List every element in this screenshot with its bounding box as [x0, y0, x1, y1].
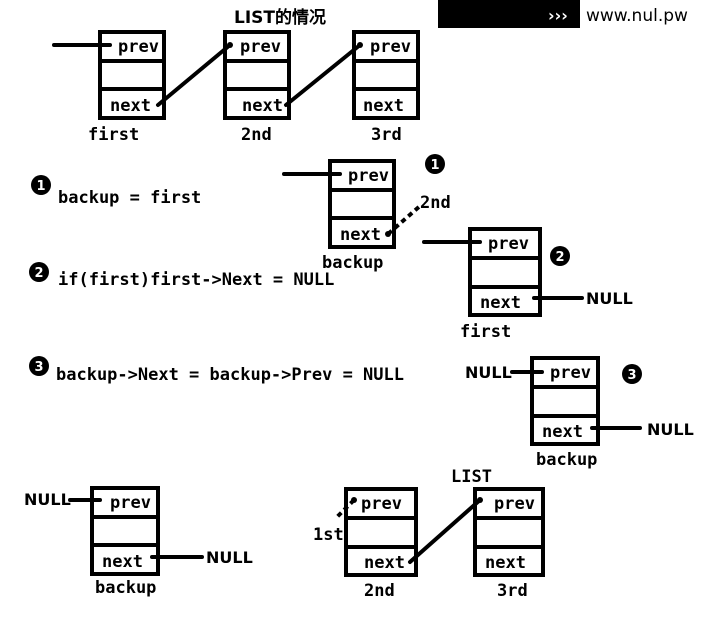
watermark-url: www.nul.pw	[586, 6, 688, 26]
label-2nd: 2nd	[241, 125, 272, 145]
step-1-code: backup = first	[58, 188, 201, 208]
step-3-code: backup->Next = backup->Prev = NULL	[56, 365, 404, 385]
prev-field: prev	[488, 234, 529, 254]
node-backup-final: prev next	[90, 486, 160, 576]
label-2nd-dashed: 2nd	[420, 193, 451, 213]
null-label: NULL	[206, 548, 253, 567]
link-first-to-2nd	[156, 43, 232, 107]
step-1-badge-right: 1	[425, 154, 445, 174]
label-backup-step1: backup	[322, 253, 383, 273]
prev-field: prev	[370, 37, 411, 57]
label-2nd-final: 2nd	[364, 581, 395, 601]
label-backup-final: backup	[95, 578, 156, 598]
watermark-banner: ››› www.nul.pw	[438, 0, 688, 28]
next-field: next	[542, 422, 583, 442]
null-label: NULL	[647, 420, 694, 439]
label-first: first	[88, 125, 139, 145]
label-backup-step3: backup	[536, 450, 597, 470]
node-3rd-final: prev next	[473, 487, 545, 577]
step-2-badge: 2	[29, 262, 49, 282]
step-3-badge: 3	[29, 356, 49, 376]
next-field: next	[102, 552, 143, 572]
link-2nd-to-3rd	[284, 43, 362, 107]
next-field: next	[480, 293, 521, 313]
svg-text:2: 2	[34, 266, 43, 281]
link-2nd-to-3rd-final	[408, 498, 482, 564]
prev-field: prev	[348, 166, 389, 186]
svg-text:1: 1	[430, 158, 439, 173]
next-field: next	[485, 553, 526, 573]
prev-field: prev	[550, 363, 591, 383]
step-2-badge-right: 2	[550, 246, 570, 266]
node-2nd-top: prev next	[223, 30, 291, 120]
next-field: next	[363, 96, 404, 116]
prev-field: prev	[110, 493, 151, 513]
node-first-step2: prev next	[468, 227, 542, 317]
svg-text:3: 3	[34, 360, 43, 375]
label-1st: 1st	[313, 525, 344, 545]
node-3rd-top: prev next	[352, 30, 420, 120]
label-3rd: 3rd	[371, 125, 402, 145]
label-first-step2: first	[460, 322, 511, 342]
svg-text:3: 3	[627, 368, 636, 383]
next-field: next	[364, 553, 405, 573]
step-1-badge: 1	[31, 175, 51, 195]
next-field: next	[110, 96, 151, 116]
next-field: next	[340, 225, 381, 245]
prev-field: prev	[494, 494, 535, 514]
watermark-arrows: ›››	[548, 6, 568, 25]
null-label: NULL	[586, 289, 633, 308]
dashed-link-to-1st	[334, 498, 356, 520]
prev-field: prev	[118, 37, 159, 57]
next-field: next	[242, 96, 283, 116]
svg-text:1: 1	[36, 179, 45, 194]
prev-field: prev	[361, 494, 402, 514]
svg-text:2: 2	[555, 250, 564, 265]
null-label: NULL	[465, 363, 512, 382]
node-2nd-final: prev next	[344, 487, 418, 577]
label-3rd-final: 3rd	[497, 581, 528, 601]
null-label: NULL	[24, 490, 71, 509]
dashed-link-to-2nd	[386, 204, 422, 236]
label-list: LIST	[451, 467, 492, 487]
step-3-badge-right: 3	[622, 364, 642, 384]
step-2-code: if(first)first->Next = NULL	[58, 270, 334, 290]
prev-field: prev	[240, 37, 281, 57]
diagram-title: LIST的情况	[234, 7, 326, 28]
